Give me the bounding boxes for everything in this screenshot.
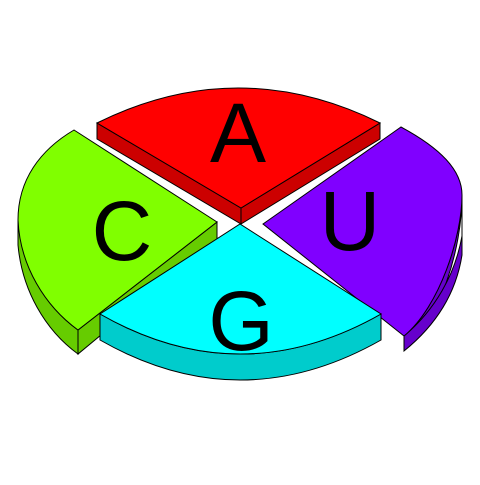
segment-u-outer-side [403,195,463,353]
segment-g: G [99,223,382,381]
segment-u-letter: U [320,174,381,268]
segment-a: A [95,86,382,225]
segment-g-top [99,223,382,355]
segment-a-letter: A [210,86,266,180]
segment-c-letter: C [92,184,153,278]
segment-g-letter: G [208,274,273,368]
segment-u-top [262,126,463,337]
segment-c: C [17,129,218,356]
segment-c-top [17,129,218,331]
segment-u: U [262,126,463,353]
segment-a-top [95,87,382,209]
